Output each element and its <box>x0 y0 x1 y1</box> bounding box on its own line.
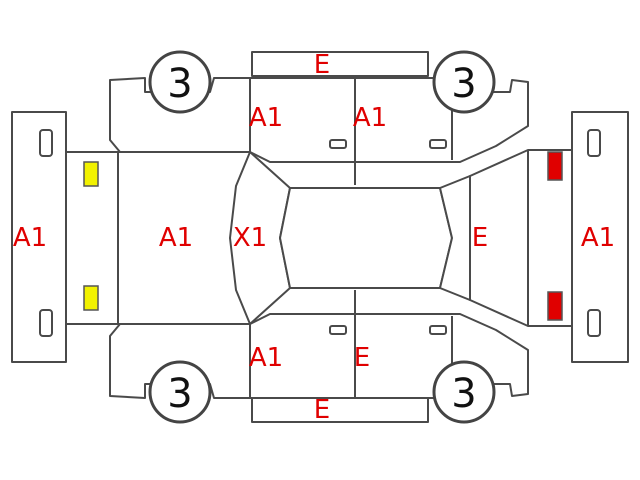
tire-rear-left: 3 <box>432 50 496 114</box>
roof-rail-top <box>251 51 429 77</box>
tire-front-left: 3 <box>148 50 212 114</box>
mark-rear-bumper: A1 <box>581 223 615 253</box>
tire-front-left-value: 3 <box>167 61 192 107</box>
mark-roof-bottom-rail: E <box>314 395 330 425</box>
mark-front-door-top: A1 <box>249 103 283 133</box>
tire-front-right-value: 3 <box>167 371 192 417</box>
rear-lamp-bottom <box>547 291 563 321</box>
mark-rear-door-top: A1 <box>353 103 387 133</box>
tire-rear-left-value: 3 <box>451 61 476 107</box>
mark-front-bumper: A1 <box>13 223 47 253</box>
tire-rear-right-value: 3 <box>451 371 476 417</box>
roof-rail-bottom <box>251 397 429 423</box>
mark-tailgate: E <box>472 223 488 253</box>
front-lamp-top <box>83 161 99 187</box>
mark-hood: A1 <box>159 223 193 253</box>
front-lamp-bottom <box>83 285 99 311</box>
tire-rear-right: 3 <box>432 360 496 424</box>
mark-front-door-bottom: A1 <box>249 343 283 373</box>
mark-rear-door-bottom: E <box>354 343 370 373</box>
car-side-top <box>109 77 529 185</box>
mark-windshield: X1 <box>233 223 267 253</box>
car-top-view <box>65 149 572 327</box>
rear-lamp-top <box>547 151 563 181</box>
mark-roof-top-rail: E <box>314 50 330 80</box>
front-bumper <box>11 111 67 363</box>
tire-front-right: 3 <box>148 360 212 424</box>
rear-bumper <box>571 111 629 363</box>
